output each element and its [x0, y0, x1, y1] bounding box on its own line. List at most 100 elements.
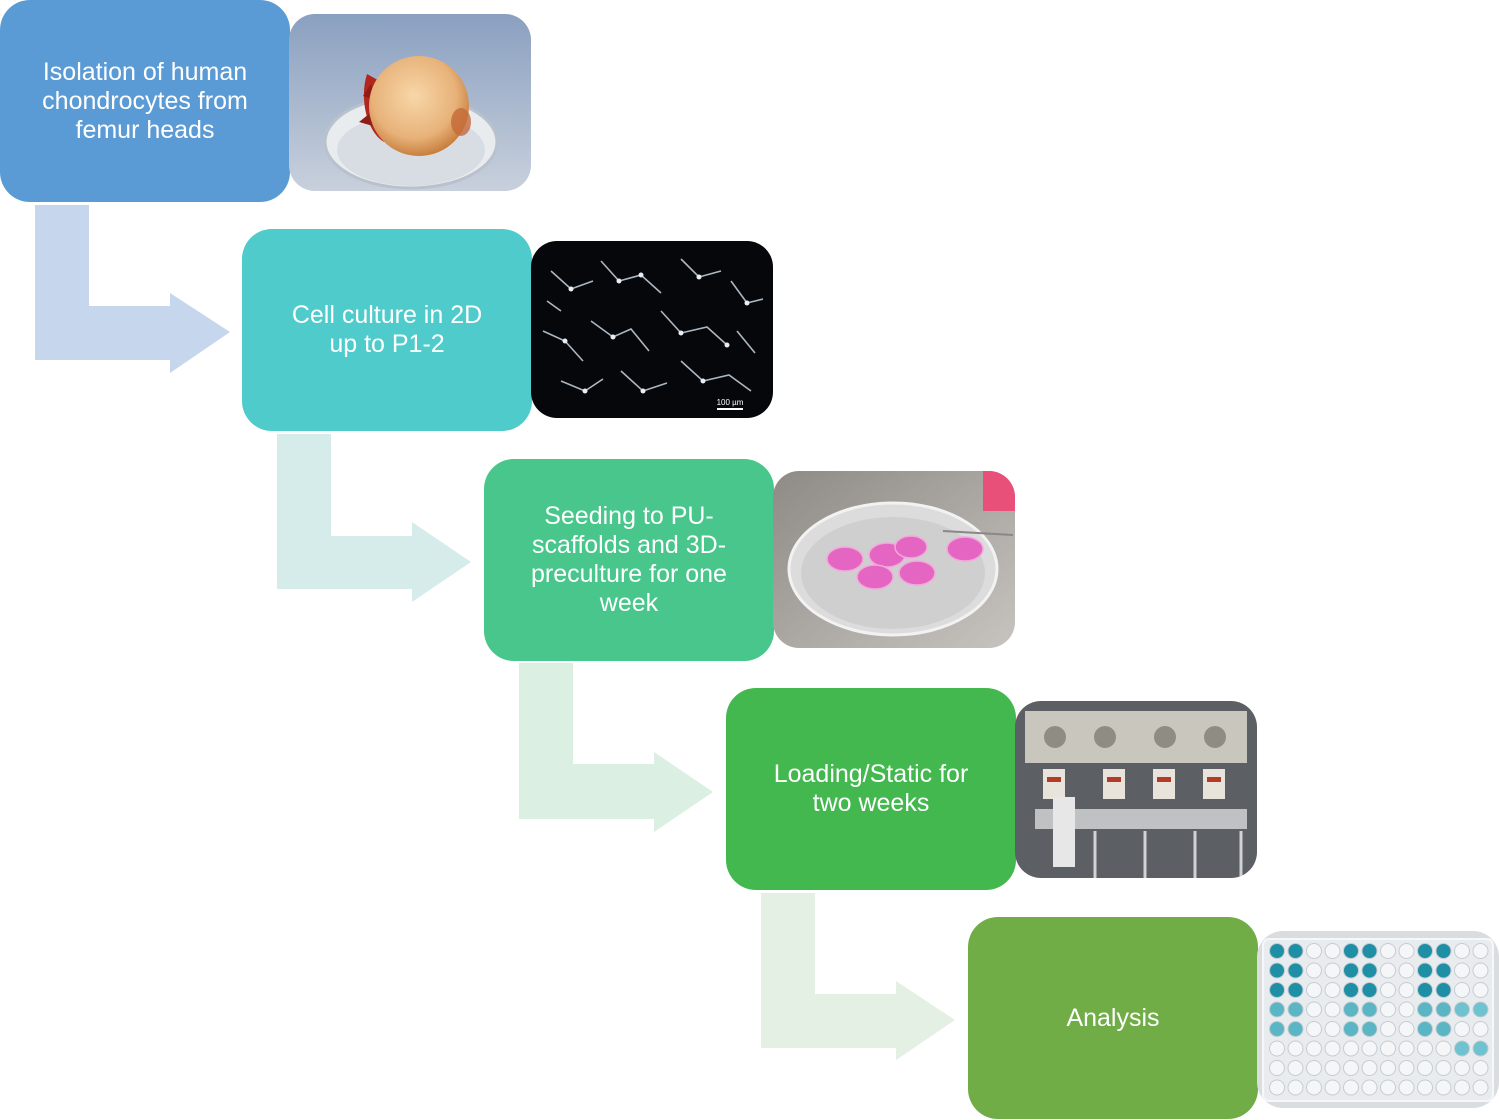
well: [1417, 982, 1433, 998]
well: [1306, 982, 1322, 998]
well: [1306, 943, 1322, 959]
well: [1435, 982, 1452, 998]
femur-head-photo: [289, 14, 531, 191]
well: [1417, 1040, 1433, 1057]
well: [1287, 1079, 1304, 1096]
scale-bar-label: 100 µm: [717, 398, 744, 407]
well: [1343, 1021, 1359, 1037]
step-3-seeding: Seeding to PU- scaffolds and 3D- precult…: [484, 459, 774, 661]
well: [1472, 982, 1489, 998]
well: [1435, 1040, 1452, 1057]
well: [1380, 1040, 1396, 1057]
well: [1343, 1079, 1359, 1096]
well: [1287, 962, 1304, 979]
well: [1306, 1040, 1322, 1057]
well: [1380, 1079, 1396, 1096]
well: [1361, 962, 1378, 979]
well: [1398, 943, 1415, 959]
well: [1306, 1060, 1322, 1076]
well: [1435, 962, 1452, 979]
well: [1380, 943, 1396, 959]
well: [1324, 943, 1341, 959]
well: [1361, 1079, 1378, 1096]
well: [1269, 1021, 1285, 1037]
well: [1287, 943, 1304, 959]
well: [1472, 1001, 1489, 1018]
well: [1435, 943, 1452, 959]
well: [1454, 943, 1470, 959]
well: [1324, 962, 1341, 979]
well: [1472, 1021, 1489, 1037]
well: [1269, 1001, 1285, 1018]
well: [1398, 962, 1415, 979]
well: [1435, 1060, 1452, 1076]
well: [1343, 982, 1359, 998]
well: [1417, 1079, 1433, 1096]
well: [1324, 1060, 1341, 1076]
step-1-isolation: Isolation of human chondrocytes from fem…: [0, 0, 290, 202]
well: [1269, 1079, 1285, 1096]
well: [1454, 1001, 1470, 1018]
well: [1435, 1079, 1452, 1096]
bioreactor-photo: [1015, 701, 1257, 878]
well: [1472, 943, 1489, 959]
well: [1306, 1079, 1322, 1096]
well: [1324, 1040, 1341, 1057]
well: [1361, 982, 1378, 998]
step-4-loading: Loading/Static for two weeks: [726, 688, 1016, 890]
arrow-step1-to-step2: [35, 205, 230, 373]
well: [1324, 982, 1341, 998]
well: [1417, 962, 1433, 979]
step-3-label: Seeding to PU- scaffolds and 3D- precult…: [531, 502, 727, 617]
well: [1380, 982, 1396, 998]
well: [1454, 1060, 1470, 1076]
scaffolds-photo: [773, 471, 1015, 648]
well: [1398, 1040, 1415, 1057]
well: [1343, 962, 1359, 979]
well: [1380, 1060, 1396, 1076]
well: [1454, 962, 1470, 979]
well: [1306, 1021, 1322, 1037]
well: [1380, 962, 1396, 979]
well: [1343, 1060, 1359, 1076]
well: [1454, 1040, 1470, 1057]
well: [1287, 1040, 1304, 1057]
well: [1287, 1021, 1304, 1037]
well: [1398, 1021, 1415, 1037]
well: [1269, 1040, 1285, 1057]
well: [1454, 1079, 1470, 1096]
well: [1269, 1060, 1285, 1076]
well: [1269, 982, 1285, 998]
well: [1435, 1021, 1452, 1037]
well: [1454, 1021, 1470, 1037]
well: [1398, 1060, 1415, 1076]
well: [1380, 1001, 1396, 1018]
well: [1306, 962, 1322, 979]
well: [1343, 1001, 1359, 1018]
well: [1435, 1001, 1452, 1018]
well: [1380, 1021, 1396, 1037]
well: [1417, 1060, 1433, 1076]
well: [1472, 1040, 1489, 1057]
well: [1343, 943, 1359, 959]
step-2-cell-culture: Cell culture in 2D up to P1-2: [242, 229, 532, 431]
step-5-label: Analysis: [1066, 1003, 1160, 1032]
well: [1306, 1001, 1322, 1018]
step-2-label: Cell culture in 2D up to P1-2: [291, 301, 483, 358]
step-5-analysis: Analysis: [968, 917, 1258, 1119]
well: [1287, 1060, 1304, 1076]
well: [1269, 962, 1285, 979]
well: [1398, 1079, 1415, 1096]
well: [1361, 1001, 1378, 1018]
well: [1361, 1040, 1378, 1057]
well: [1472, 1079, 1489, 1096]
arrow-step3-to-step4: [519, 663, 713, 832]
well: [1343, 1040, 1359, 1057]
well: [1417, 943, 1433, 959]
well: [1361, 1060, 1378, 1076]
chondrocyte-micrograph: 100 µm: [531, 241, 773, 418]
well: [1361, 943, 1378, 959]
step-1-label: Isolation of human chondrocytes from fem…: [42, 57, 248, 144]
well: [1398, 1001, 1415, 1018]
